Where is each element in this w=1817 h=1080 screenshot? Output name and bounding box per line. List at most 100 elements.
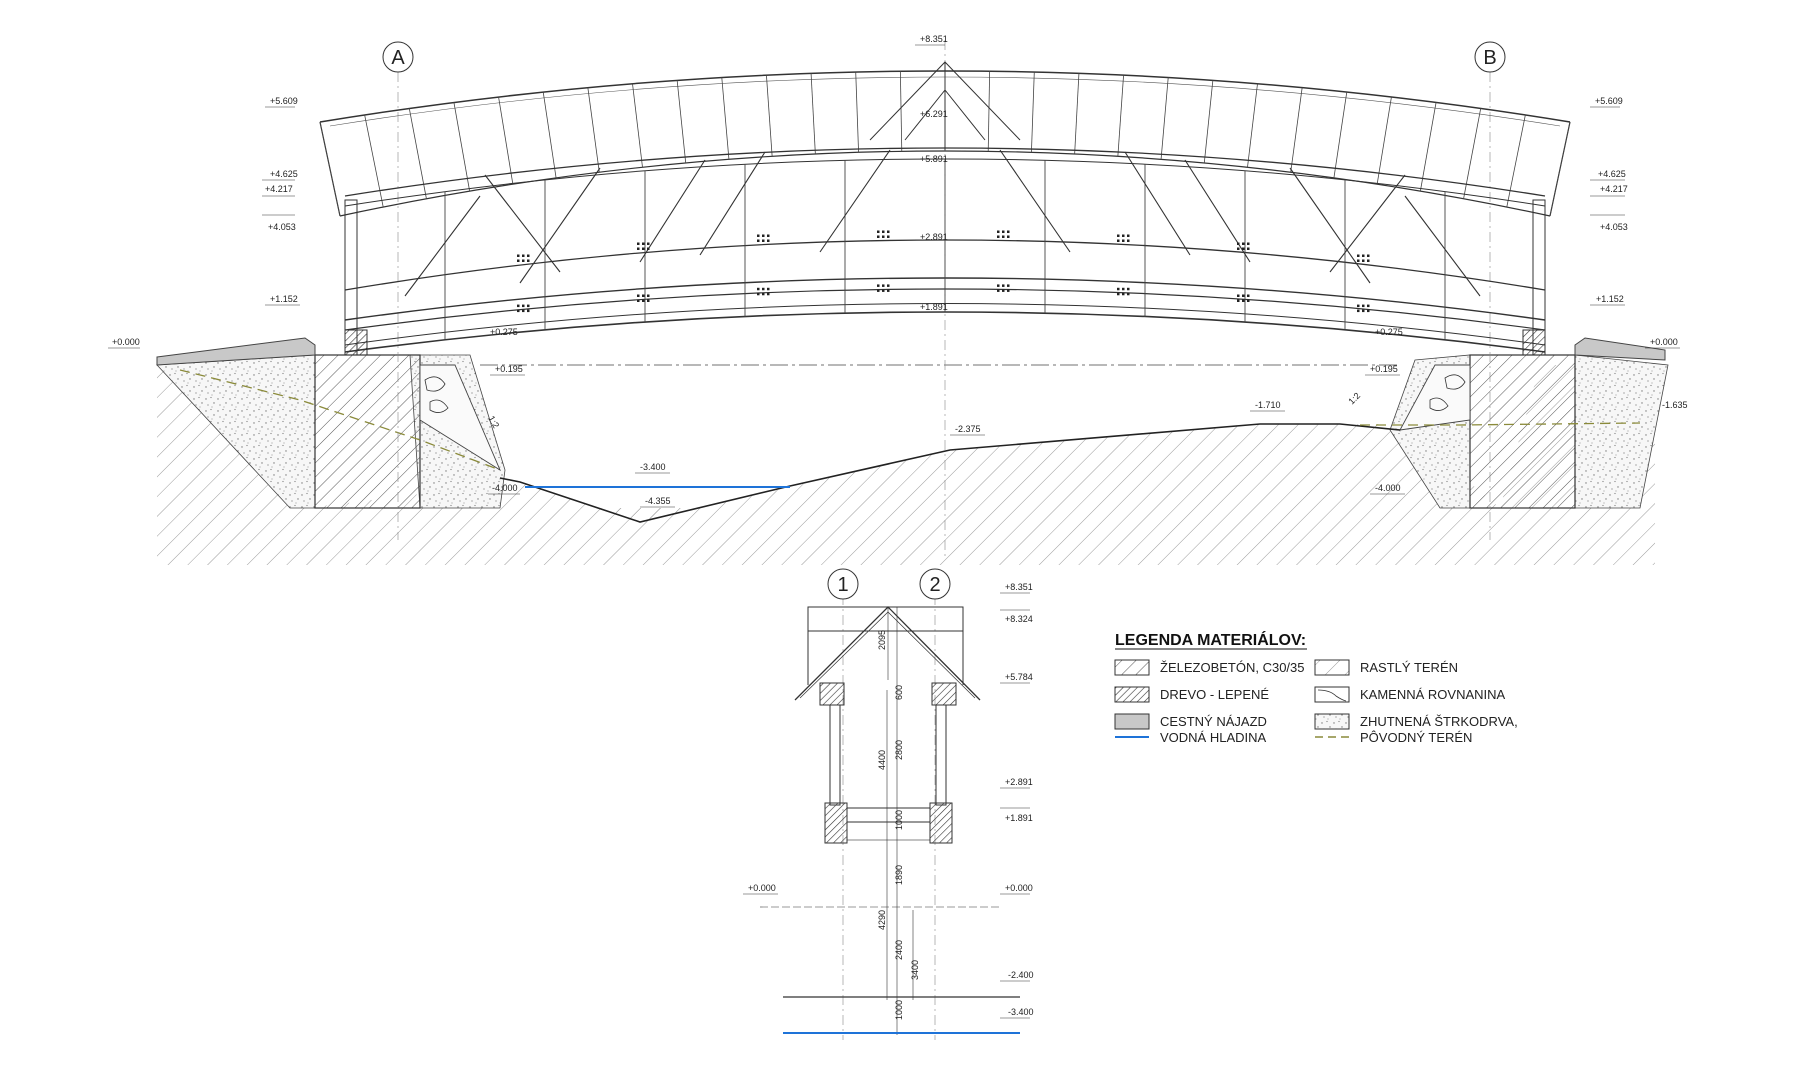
elev-right-0195: +0.195: [1370, 364, 1398, 374]
connector-dot: [767, 239, 770, 242]
connector-dot: [882, 289, 885, 292]
elev-water-3400: -3.400: [640, 462, 666, 472]
abutment-right: [1469, 354, 1576, 509]
roof-rafter: [1247, 83, 1258, 168]
elev-right-0000: +0.000: [1650, 337, 1678, 347]
connector-dot: [522, 254, 525, 257]
connector-dot: [1007, 284, 1010, 287]
road-left: [156, 337, 316, 366]
elevation-markers: +8.351 +6.291 +5.891 +2.891 +1.891 +5.60…: [108, 34, 1688, 508]
connector-dot: [1127, 234, 1130, 237]
dim-2800: 2800: [894, 740, 904, 760]
connector-dot: [527, 304, 530, 308]
legend-label-stone: KAMENNÁ ROVNANINA: [1360, 687, 1506, 702]
connector-dot: [887, 235, 890, 238]
original-terrain-left: [179, 369, 501, 471]
roof-rafter: [319, 121, 341, 217]
sec-elev-2891: +2.891: [1005, 777, 1033, 787]
connector-dot: [637, 242, 640, 245]
bearing-right: [1522, 329, 1546, 356]
cross-section: 1 2 2095 600 4400 2800 1000 1890: [743, 568, 1034, 1040]
legend-swatch-wood: [1114, 686, 1150, 703]
truss-diagonals: [404, 149, 1481, 297]
connector-dot: [1357, 259, 1360, 262]
roof-rafter: [899, 71, 903, 152]
connector-dot: [762, 292, 765, 296]
connector-dot: [1007, 230, 1010, 233]
roof-rafter: [855, 72, 859, 153]
bearing-left: [344, 329, 368, 356]
roof-rafter: [1333, 92, 1348, 178]
stone-shapes-left: [424, 376, 449, 413]
roof-rafter: [810, 73, 816, 155]
connector-dot: [1362, 254, 1365, 257]
connector-dot: [1367, 309, 1370, 313]
legend-swatch-terrain: [1314, 659, 1350, 676]
connector-dot: [1242, 242, 1245, 245]
connector-dot: [647, 242, 650, 245]
elev-left-4625: +4.625: [270, 169, 298, 179]
sec-elev-5784: +5.784: [1005, 672, 1033, 682]
connector-dot: [1367, 304, 1370, 308]
connector-dot: [1002, 230, 1005, 233]
connector-dot: [1247, 242, 1250, 245]
stone-shapes-right: [1429, 374, 1466, 411]
connector-dot: [767, 292, 770, 296]
upper-chord-top: [344, 147, 1546, 197]
connector-dot: [642, 247, 645, 250]
connector-dot: [887, 230, 890, 233]
connector-dot: [997, 284, 1000, 287]
connector-dot: [522, 309, 525, 313]
connector-dot: [642, 242, 645, 245]
elev-top: +8.351: [920, 34, 948, 44]
roof-rafter: [1074, 73, 1080, 155]
connector-dot: [757, 239, 760, 242]
dim-1000a: 1000: [894, 810, 904, 830]
dim-2400: 2400: [894, 940, 904, 960]
axis-label-1: 1: [837, 574, 848, 596]
roof-rafter: [1031, 72, 1035, 153]
legend-title: LEGENDA MATERIÁLOV:: [1115, 630, 1306, 649]
connector-dot: [1117, 239, 1120, 242]
connector-dot: [1362, 304, 1365, 308]
sec-elev-8351: +8.351: [1005, 582, 1033, 592]
elev-center-2891: +2.891: [920, 232, 948, 242]
roof-rafter: [1376, 96, 1392, 185]
connector-dot: [882, 230, 885, 233]
connector-dot: [757, 287, 760, 291]
legend-label-water: VODNÁ HLADINA: [1160, 730, 1267, 745]
connector-dot: [877, 289, 880, 292]
dim-1890: 1890: [894, 865, 904, 885]
sec-elev-1891: +1.891: [1005, 813, 1033, 823]
elev-mid-upper: +6.291: [920, 109, 948, 119]
connector-dot: [887, 284, 890, 287]
legend-label-road: CESTNÝ NÁJAZD: [1160, 714, 1267, 729]
roof-rafter: [364, 114, 384, 208]
connector-dot: [762, 234, 765, 237]
roof-rafter: [721, 77, 730, 160]
connector-dot: [637, 299, 640, 302]
dim-1000b: 1000: [894, 1000, 904, 1020]
connector-dot: [767, 234, 770, 237]
elev-left-0195: +0.195: [495, 364, 523, 374]
connector-dot: [517, 254, 520, 257]
connector-dot: [1247, 299, 1250, 302]
elev-left-0275: +0.275: [490, 327, 518, 337]
connector-dot: [647, 299, 650, 302]
connector-dot: [1122, 292, 1125, 296]
connector-dot: [1237, 247, 1240, 250]
roof-rafter: [1203, 80, 1214, 163]
roof-rafter: [453, 102, 471, 192]
elev-left-4217: +4.217: [265, 184, 293, 194]
connector-dot: [877, 230, 880, 233]
roof-ridge-truss: [869, 61, 1021, 150]
legend-label-concrete: ŽELEZOBETÓN, C30/35: [1160, 660, 1305, 675]
connector-dot: [1002, 289, 1005, 292]
axis-label-a: A: [391, 47, 405, 69]
connector-dot: [1237, 294, 1240, 297]
connector-dot: [1242, 294, 1245, 297]
roof-rafter: [587, 87, 600, 173]
connector-dot: [877, 284, 880, 287]
elev-right-1152: +1.152: [1596, 294, 1624, 304]
dim-600: 600: [894, 685, 904, 700]
